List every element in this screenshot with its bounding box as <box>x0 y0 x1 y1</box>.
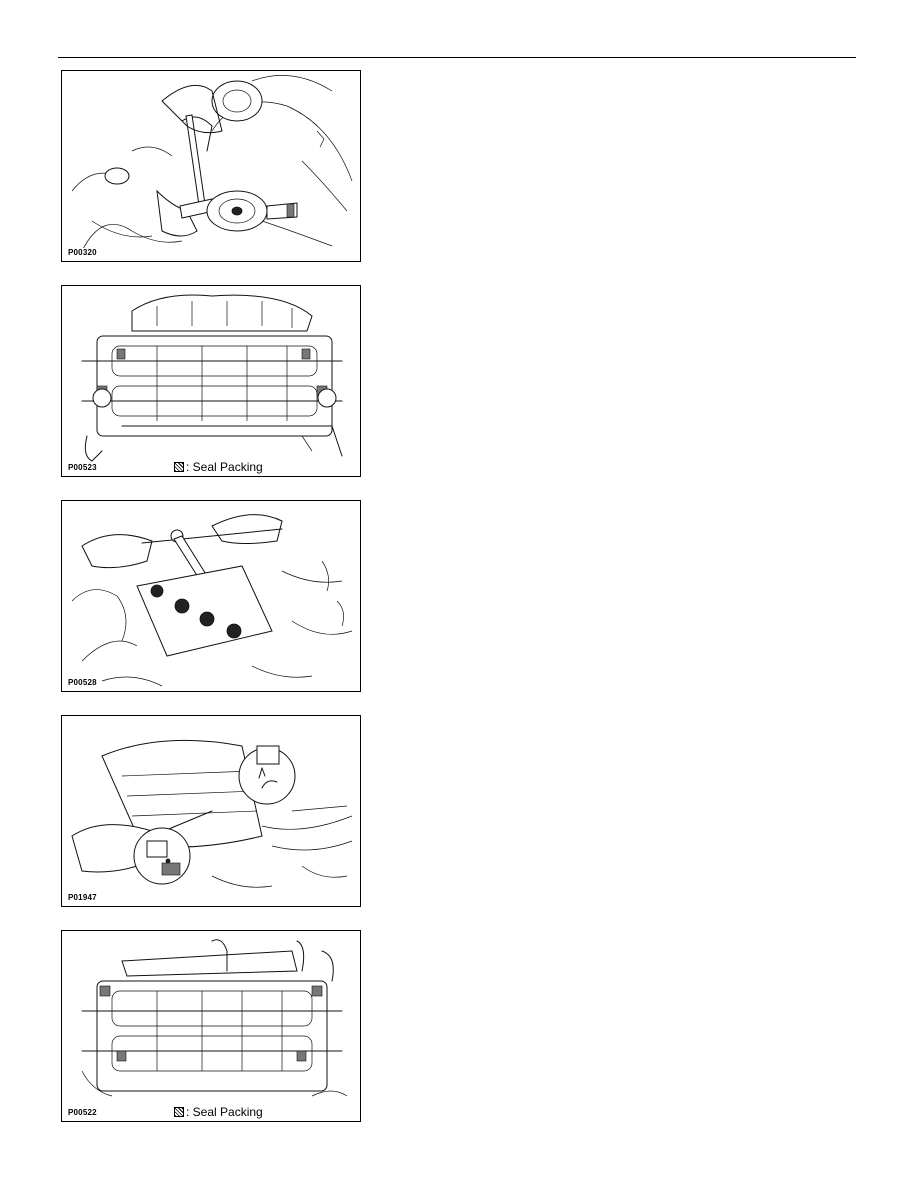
figure-legend: : Seal Packing <box>172 1105 265 1119</box>
illustration-torque-wrench-on-cover <box>71 514 353 687</box>
figure-code: P01947 <box>67 893 98 902</box>
figure-seal-packing-1: P00523 : Seal Packing <box>61 285 361 477</box>
figure-seal-packing-2: P00522 : Seal Packing <box>61 930 361 1122</box>
figure-tighten-cover: P00528 <box>61 500 361 692</box>
illustration-cylinder-head-top-2 <box>81 939 348 1097</box>
illustration-cylinder-head-top <box>81 294 343 462</box>
illustration-wrench-on-pulley <box>71 75 353 252</box>
figure-code: P00528 <box>67 678 98 687</box>
figure-connect-clamp: P01947 <box>61 715 361 907</box>
hatched-square-icon <box>174 462 184 472</box>
figure-legend-text: : Seal Packing <box>186 1105 263 1119</box>
figure-code: P00523 <box>67 463 98 472</box>
hatched-square-icon <box>174 1107 184 1117</box>
figure-legend-text: : Seal Packing <box>186 460 263 474</box>
figure-legend: : Seal Packing <box>172 460 265 474</box>
figure-code: P00522 <box>67 1108 98 1117</box>
header-rule <box>58 57 856 58</box>
illustration-connector-detail <box>71 739 353 888</box>
figure-code: P00320 <box>67 248 98 257</box>
figure-remove-pulley: P00320 <box>61 70 361 262</box>
